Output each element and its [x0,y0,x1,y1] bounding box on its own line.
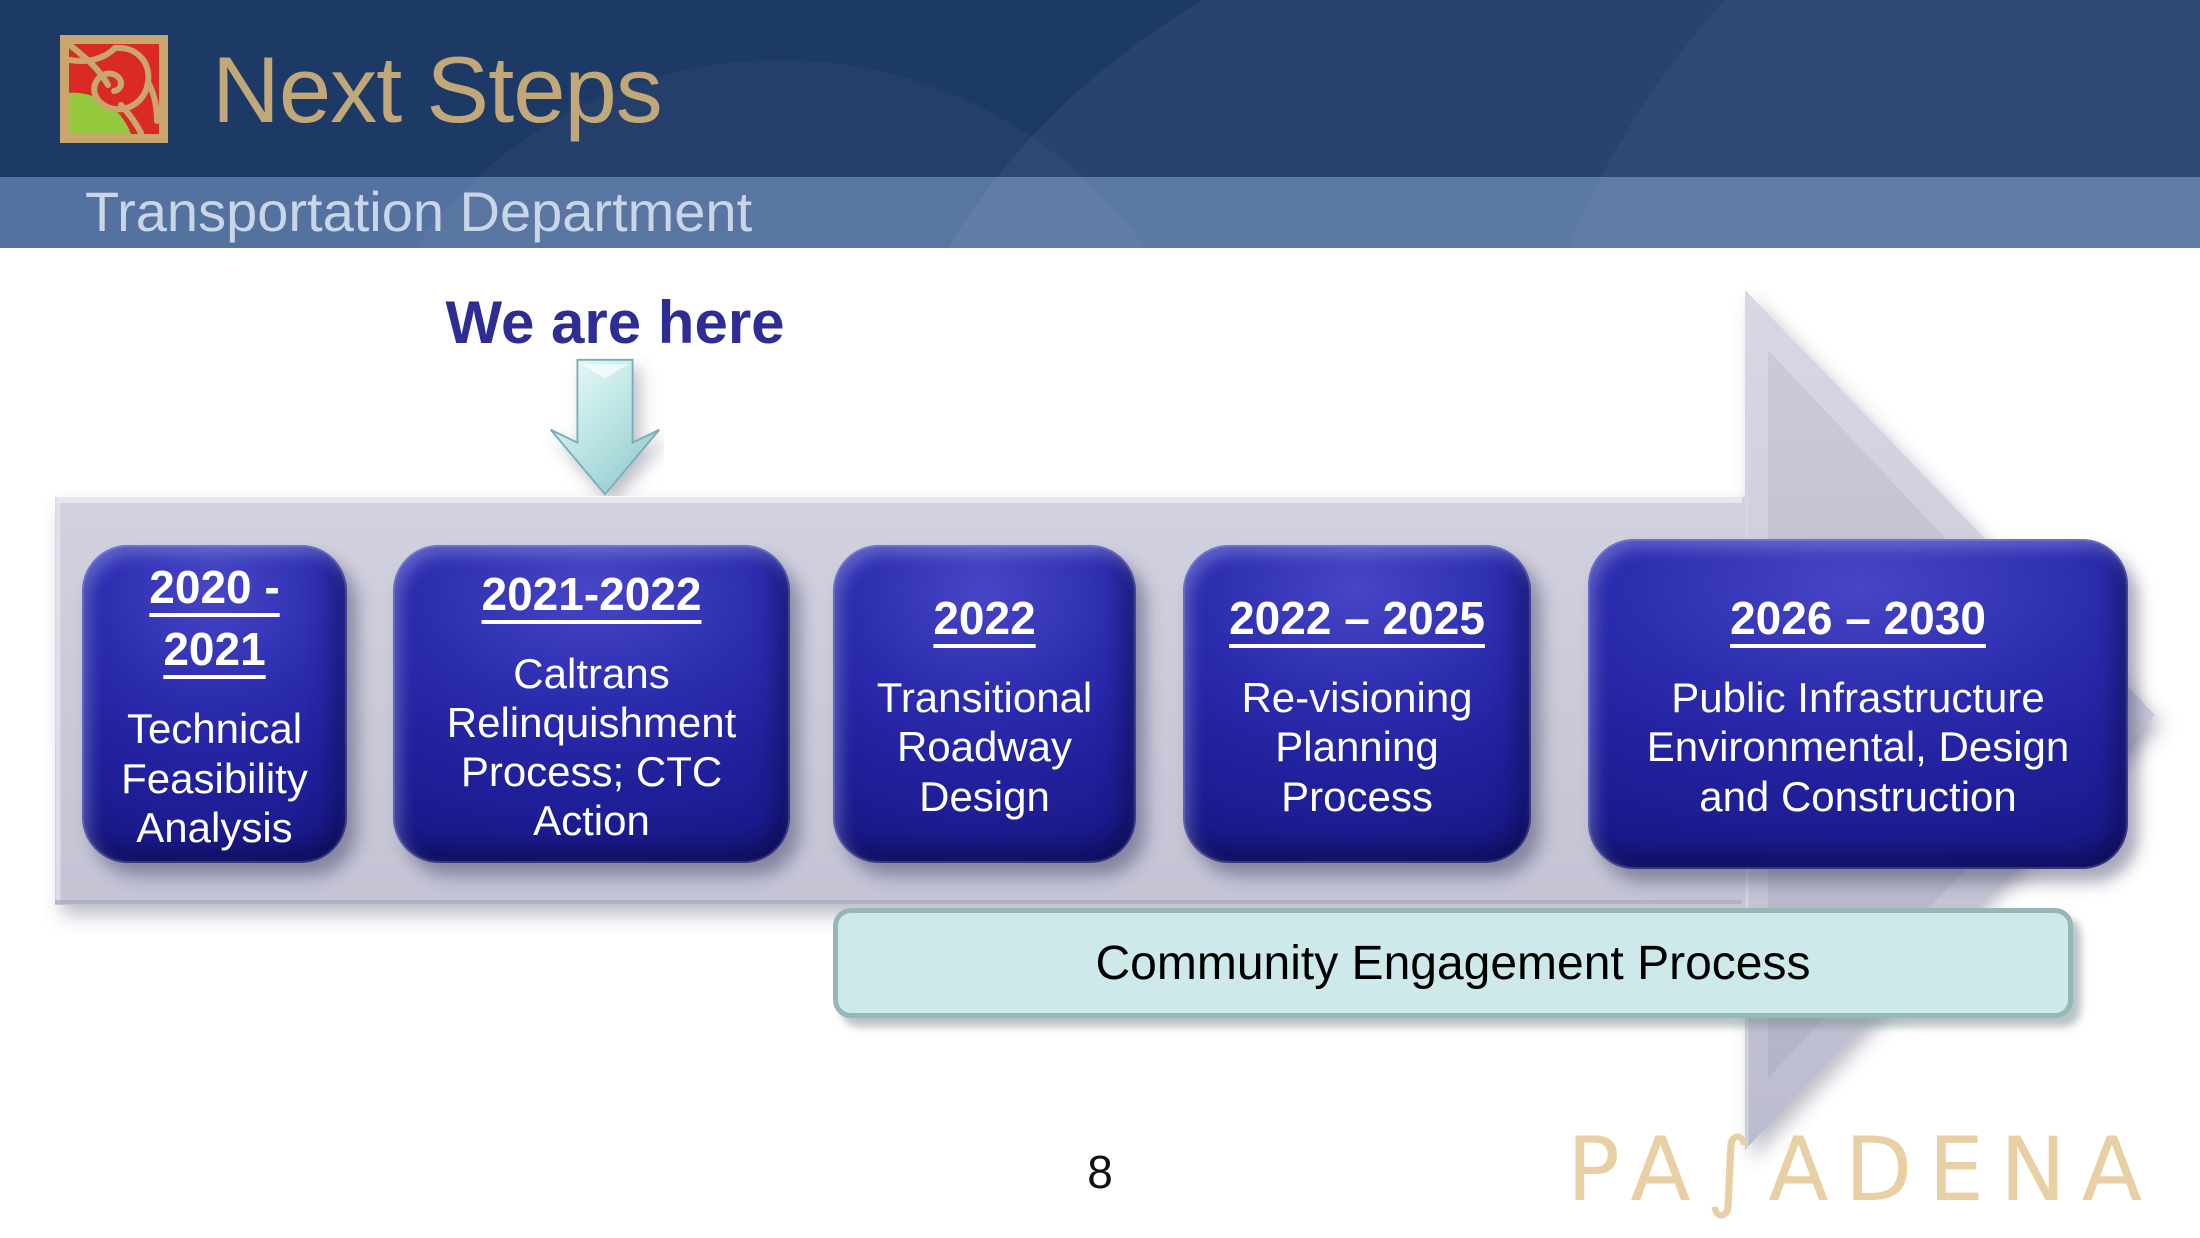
page-number: 8 [1087,1146,1113,1198]
pasadena-rose-logo-icon [60,35,168,143]
we-are-here-down-arrow-icon [550,358,660,496]
timeline-box-period: 2022 – 2025 [1229,592,1485,645]
page-title: Next Steps [212,37,663,142]
timeline-box-2021-2022: 2021-2022 Caltrans Relinquishment Proces… [393,545,790,863]
community-engagement-label: Community Engagement Process [1095,936,1811,990]
timeline-box-period: 2022 [933,592,1036,645]
timeline-box-description: Re-visioning Planning Process [1241,674,1473,820]
we-are-here-label: We are here [445,289,785,356]
subtitle-band [0,177,2200,248]
timeline-box-2022-2025: 2022 – 2025 Re-visioning Planning Proces… [1183,545,1531,863]
timeline-box-description: Public Infrastructure Environmental, Des… [1646,674,2070,820]
timeline-box-2020-2021: 2020 - 2021 Technical Feasibility Analys… [82,545,347,863]
subtitle-text: Transportation Department [85,180,753,243]
timeline-box-description: Transitional Roadway Design [876,674,1093,820]
slide-header: Next Steps Transportation Department [0,0,2200,248]
timeline-box-period: 2020 - 2021 [149,561,280,676]
timeline-box-2022: 2022 Transitional Roadway Design [833,545,1136,863]
timeline-box-period: 2026 – 2030 [1730,592,1986,645]
community-engagement-bar: Community Engagement Process [833,908,2073,1018]
timeline-box-2026-2030: 2026 – 2030 Public Infrastructure Enviro… [1588,539,2128,869]
timeline-box-description: Technical Feasibility Analysis [121,705,308,851]
timeline-box-period: 2021-2022 [481,567,702,620]
timeline-box-description: Caltrans Relinquishment Process; CTC Act… [446,649,737,845]
pasadena-wordmark: PA∫ADENA [1566,1118,2158,1221]
header-background [0,0,2200,177]
